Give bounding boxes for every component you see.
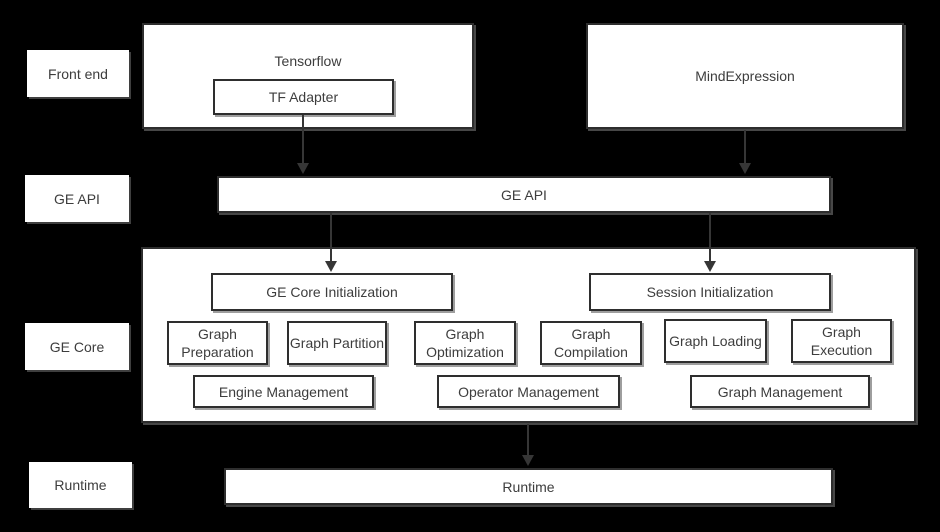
graph-compilation-box: Graph Compilation [540,321,642,365]
arrow-ge-core-to-runtime [522,424,534,466]
rail-label-ge-core: GE Core [25,323,129,370]
tensorflow-label: Tensorflow [274,53,342,69]
arrow-tf-adapter-to-ge-api [297,115,309,174]
session-initialization-box: Session Initialization [589,273,831,311]
ge-core-box: GE Core Initialization Session Initializ… [141,247,916,423]
engine-management-box: Engine Management [193,375,374,408]
graph-preparation-box: Graph Preparation [167,321,268,365]
rail-label-runtime: Runtime [29,462,132,508]
ge-core-initialization-box: GE Core Initialization [211,273,453,311]
arrow-mindexpression-to-ge-api [739,130,751,174]
tf-adapter-box: TF Adapter [213,79,394,115]
graph-optimization-box: Graph Optimization [414,321,516,365]
ge-api-bar: GE API [217,176,831,213]
graph-partition-box: Graph Partition [287,321,387,365]
arrow-ge-api-to-session-init [704,213,716,272]
graph-loading-box: Graph Loading [664,319,767,363]
runtime-bar: Runtime [224,468,833,505]
tensorflow-box: Tensorflow TF Adapter [142,23,474,129]
rail-label-ge-api: GE API [25,175,129,222]
graph-management-box: Graph Management [690,375,870,408]
arrow-ge-api-to-ge-core-init [325,213,337,272]
mindexpression-box: MindExpression [586,23,904,129]
operator-management-box: Operator Management [437,375,620,408]
graph-execution-box: Graph Execution [791,319,892,363]
rail-label-front-end: Front end [27,50,129,97]
